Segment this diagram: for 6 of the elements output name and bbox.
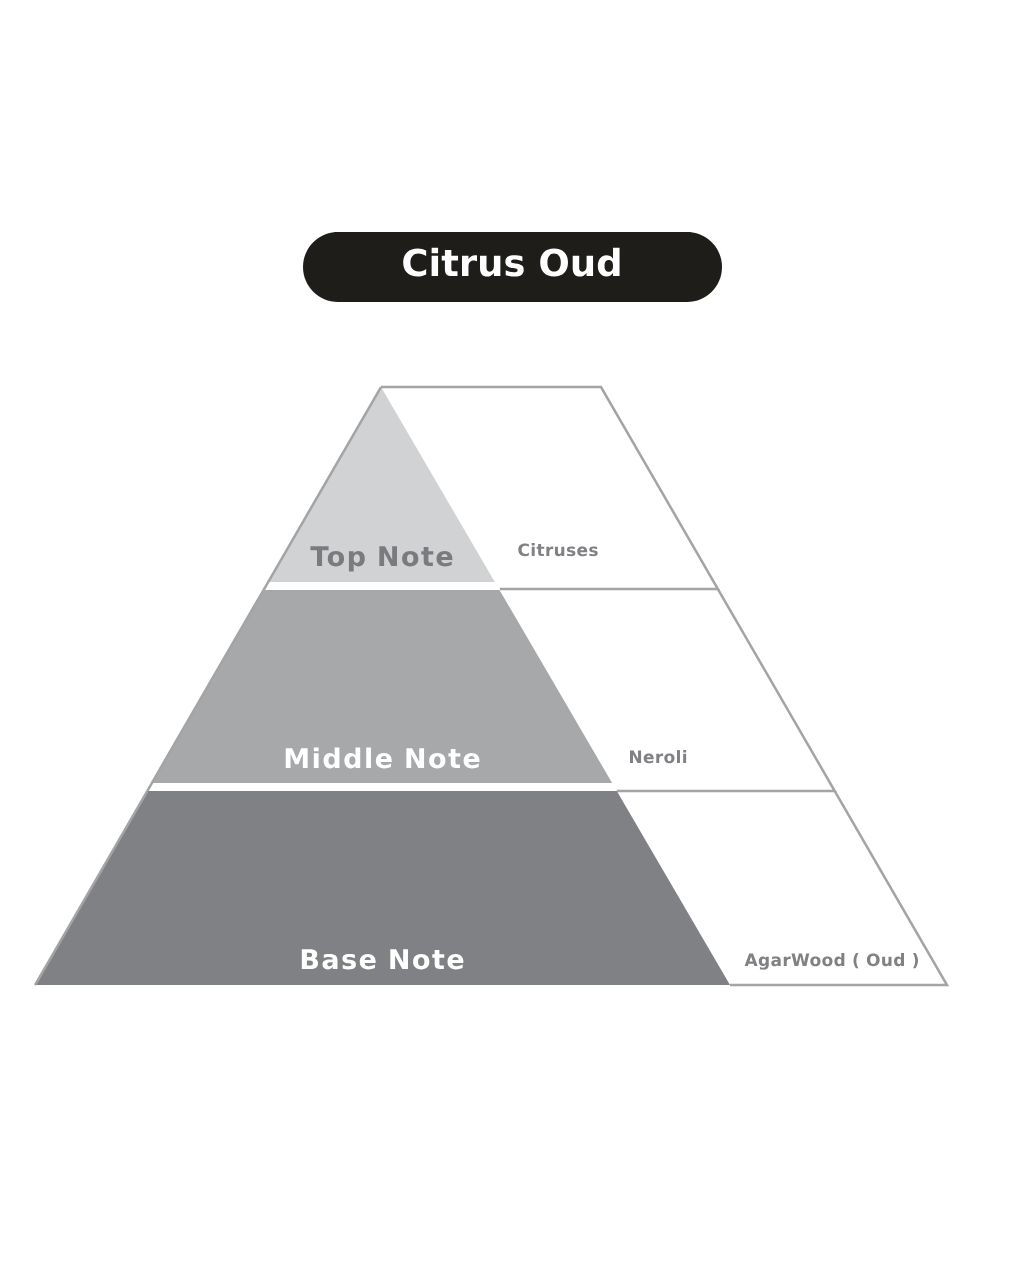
notes-cell: AgarWood ( Oud ) [730,790,950,987]
notes-cell: Neroli [616,588,837,793]
base-note-layer: Base Note [33,790,730,986]
top-note-layer: Top Note [262,386,495,591]
middle-note-layer: Middle Note [146,589,613,792]
title-pill: Citrus Oud [303,232,722,302]
